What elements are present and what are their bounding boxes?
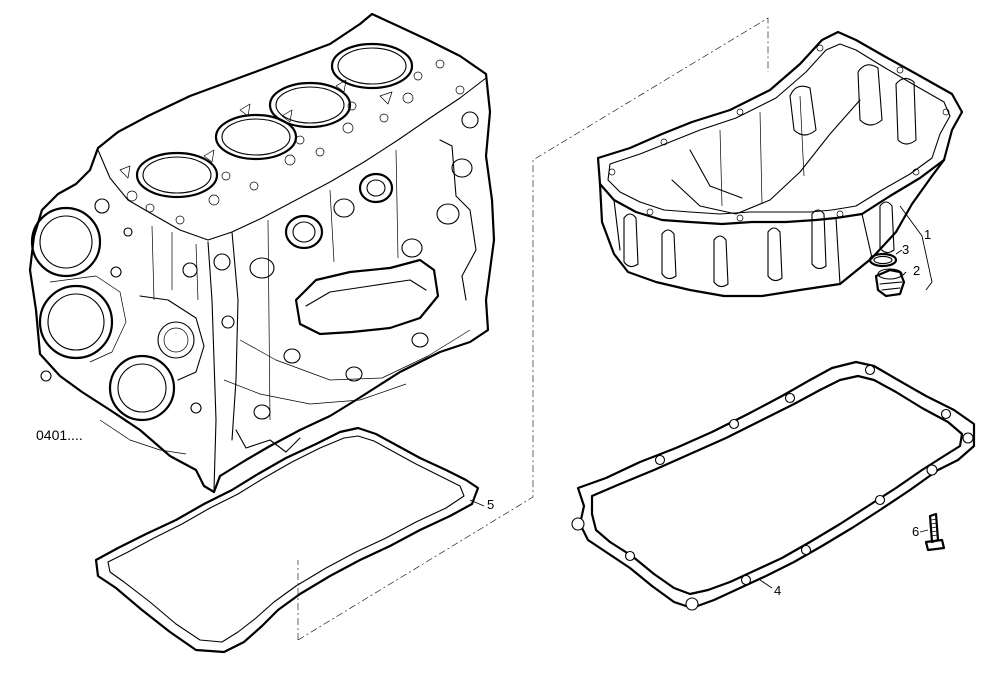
reference-code-label: 0401.... — [36, 427, 83, 443]
callout-2: 2 — [913, 263, 921, 278]
leader-lines — [469, 205, 933, 589]
seal-ring-3 — [868, 252, 898, 268]
gasket-5 — [94, 426, 480, 654]
oil-pan — [596, 30, 964, 298]
engine-block — [28, 12, 496, 494]
callout-4: 4 — [774, 583, 782, 598]
callout-5: 5 — [487, 497, 495, 512]
callout-6: 6 — [912, 524, 920, 539]
callout-1: 1 — [924, 227, 932, 242]
gasket-4 — [571, 360, 976, 611]
bolt-6 — [924, 512, 946, 552]
drain-plug-2 — [874, 268, 906, 298]
alignment-lines — [297, 17, 769, 641]
callout-3: 3 — [902, 242, 910, 257]
